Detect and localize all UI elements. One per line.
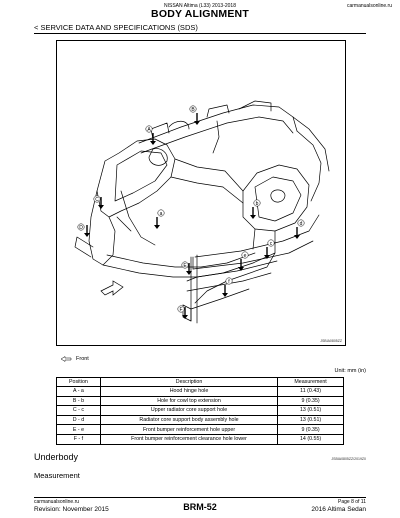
callout-e: E [181, 261, 192, 275]
cell-description: Front bumper reinforcement hole upper [99, 424, 279, 435]
table-unit: Unit: mm (in) [334, 368, 366, 374]
callout-label-a: A [147, 127, 151, 133]
cell-measurement: 11 (0.43) [277, 386, 344, 397]
underbody-heading: Underbody [34, 452, 79, 462]
callout-label-f: F [179, 307, 182, 313]
measurement-heading: Measurement [34, 471, 80, 480]
figure-id: JSBIA0805ZZ [320, 339, 342, 343]
callout-f: F [177, 305, 188, 319]
front-direction-arrow-icon [100, 280, 124, 296]
specification-table: Position Description Measurement A - a H… [56, 377, 344, 445]
front-legend-arrow-icon [60, 356, 72, 362]
page-code: BRM-52 [183, 502, 217, 512]
callout-lower-f: f [222, 277, 233, 297]
cell-position: C - c [56, 405, 101, 416]
cell-description: Upper radiator core support hole [99, 405, 279, 416]
callout-d: D [77, 223, 90, 237]
page-count: Page 8 of 11 [338, 499, 366, 505]
table-row: C - c Upper radiator core support hole 1… [56, 405, 344, 416]
cell-description: Front bumper reinforcement clearance hol… [99, 433, 279, 445]
column-header-measurement: Measurement [277, 377, 344, 387]
footer-vehicle: 2016 Altima Sedan [311, 506, 366, 513]
table-id: JSBIA0805ZZ/2019Z0 [331, 457, 366, 461]
cell-measurement: 9 (0.35) [277, 424, 344, 435]
cell-description: Hole for cowl top extension [99, 395, 279, 407]
footer-divider [34, 497, 366, 498]
header-divider [34, 33, 366, 34]
callout-lower-e: e [238, 251, 249, 271]
table-row: D - d Radiator core support body assembl… [56, 414, 344, 426]
callout-lower-c: c [264, 239, 275, 259]
callout-label-b: B [191, 107, 195, 113]
svg-text:c: c [270, 241, 273, 247]
callout-c: C [93, 195, 104, 209]
callout-label-c: C [95, 197, 99, 203]
svg-text:e: e [244, 253, 247, 259]
svg-text:a: a [160, 211, 163, 217]
table-row: F - f Front bumper reinforcement clearan… [56, 433, 344, 445]
cell-measurement: 13 (0.51) [277, 414, 344, 426]
figure-legend: Front [60, 356, 89, 362]
cell-position: E - e [56, 424, 101, 435]
body-alignment-figure: A B C D [56, 40, 346, 346]
callout-b: B [189, 105, 200, 125]
page-title: BODY ALIGNMENT [151, 8, 249, 20]
callout-lower-d: d [294, 219, 305, 239]
table-header-row: Position Description Measurement [56, 377, 344, 387]
cell-measurement: 14 (0.55) [277, 433, 344, 445]
table-row: E - e Front bumper reinforcement hole up… [56, 424, 344, 435]
callout-label-e: E [183, 263, 187, 269]
measurement-callouts: A B C D [77, 105, 305, 319]
svg-text:d: d [300, 221, 303, 227]
svg-text:b: b [256, 201, 259, 207]
cell-position: D - d [56, 414, 101, 426]
cell-position: B - b [56, 395, 101, 407]
legend-label: Front [76, 356, 89, 362]
section-breadcrumb[interactable]: < SERVICE DATA AND SPECIFICATIONS (SDS) [34, 23, 198, 32]
cell-measurement: 13 (0.51) [277, 405, 344, 416]
cell-description: Radiator core support body assembly hole [99, 414, 279, 426]
callout-label-d: D [79, 225, 83, 231]
table-row: A - a Hood hinge hole 11 (0.43) [56, 386, 344, 397]
footer-revision: Revision: November 2015 [34, 506, 109, 513]
column-header-description: Description [99, 377, 279, 387]
header-model: NISSAN Altima (L33) 2013-2018 [164, 3, 236, 9]
cell-position: F - f [56, 433, 101, 445]
callout-lower-a: a [154, 209, 165, 229]
callout-a: A [145, 125, 156, 145]
header-site[interactable]: carmanualsonline.ru [346, 3, 392, 9]
cell-description: Hood hinge hole [99, 386, 279, 397]
callout-lower-b: b [250, 199, 261, 219]
cell-position: A - a [56, 386, 101, 397]
vehicle-frame-illustration: A B C D [74, 100, 330, 324]
svg-text:f: f [228, 279, 230, 285]
footer-site[interactable]: carmanualsonline.ru [34, 499, 80, 505]
table-row: B - b Hole for cowl top extension 9 (0.3… [56, 395, 344, 407]
cell-measurement: 9 (0.35) [277, 395, 344, 407]
column-header-position: Position [56, 377, 101, 387]
